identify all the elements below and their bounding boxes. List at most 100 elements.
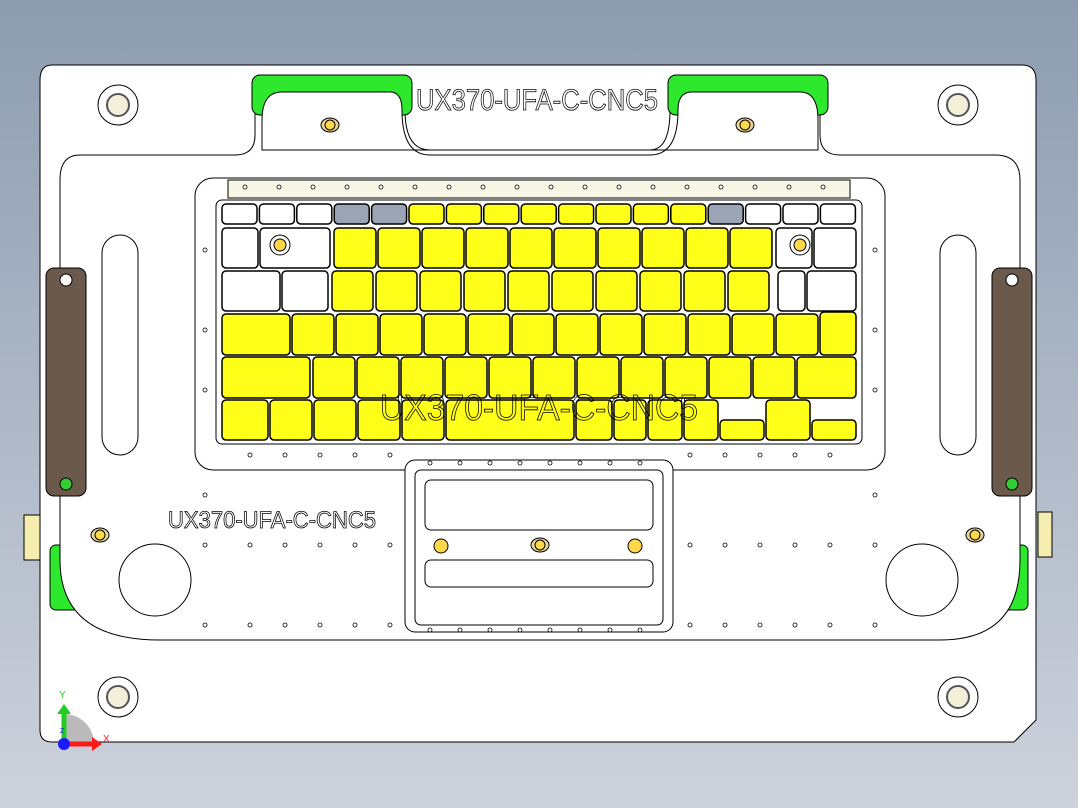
hole [487, 460, 493, 466]
key [423, 313, 467, 356]
hole [792, 622, 798, 628]
hole [718, 184, 724, 190]
hole [820, 184, 826, 190]
handle [991, 267, 1033, 497]
key [401, 399, 445, 441]
hole [872, 247, 878, 253]
key [258, 203, 296, 225]
key [597, 227, 641, 269]
key [708, 356, 752, 399]
hole [637, 460, 643, 466]
key [752, 356, 796, 399]
mounting-holes [202, 184, 878, 633]
handle-bolt [1005, 477, 1019, 491]
hole [607, 460, 613, 466]
hole [352, 452, 358, 458]
hole [786, 184, 792, 190]
key [575, 399, 613, 441]
part-label-left: UX370-UFA-C-CNC5 [168, 507, 376, 534]
hole [577, 460, 583, 466]
key [595, 203, 632, 225]
hole [650, 184, 656, 190]
hole [202, 542, 208, 548]
hole [242, 184, 248, 190]
hole [457, 627, 463, 633]
key [683, 399, 719, 441]
coordinate-triad: Y X Z [57, 690, 110, 751]
key [463, 270, 506, 312]
key [744, 203, 782, 225]
key [643, 313, 687, 356]
touchpad-pin [433, 538, 449, 554]
key [551, 270, 594, 312]
key [719, 419, 765, 441]
key [333, 227, 377, 269]
handle [45, 267, 87, 497]
key [595, 270, 638, 312]
hole [282, 542, 288, 548]
key [557, 203, 595, 225]
key [632, 203, 670, 225]
key [775, 313, 819, 356]
hole [514, 184, 520, 190]
touchpad-bar-top [424, 479, 654, 531]
key [313, 399, 357, 441]
hole [412, 184, 418, 190]
hole [872, 387, 878, 393]
axis-y-label: Y [59, 690, 66, 701]
key [221, 227, 259, 269]
key [444, 356, 488, 399]
hole [722, 542, 728, 548]
key [599, 313, 643, 356]
hole [582, 184, 588, 190]
key [465, 227, 509, 269]
hole [517, 460, 523, 466]
hole [480, 184, 486, 190]
hole [517, 627, 523, 633]
knob-center [969, 529, 981, 541]
key [819, 203, 857, 225]
key [509, 227, 553, 269]
hole [317, 452, 323, 458]
key [532, 356, 576, 399]
key [483, 203, 520, 225]
key [731, 313, 775, 356]
hole [282, 452, 288, 458]
hole [757, 622, 763, 628]
hole [722, 452, 728, 458]
hole [687, 622, 693, 628]
locator-pin [946, 685, 970, 709]
key [421, 227, 465, 269]
key [683, 270, 726, 312]
touchpad-bar-bottom [424, 559, 654, 588]
key [379, 313, 423, 356]
key [727, 270, 770, 312]
key [221, 313, 291, 356]
handle-bolt [1005, 273, 1019, 287]
side-tab-left [23, 514, 41, 561]
handle-bolt [59, 273, 73, 287]
hole [247, 622, 253, 628]
key [400, 356, 444, 399]
hole [352, 542, 358, 548]
hole [548, 184, 554, 190]
hole [827, 542, 833, 548]
axis-z-dot [58, 738, 70, 750]
hole [276, 184, 282, 190]
hole [547, 460, 553, 466]
key [553, 227, 597, 269]
key [375, 270, 418, 312]
hole [352, 622, 358, 628]
hole [282, 622, 288, 628]
hole [872, 542, 878, 548]
slot [101, 234, 139, 456]
key [613, 399, 647, 441]
hole [752, 184, 758, 190]
hole [487, 627, 493, 633]
key [221, 203, 258, 225]
hole [577, 627, 583, 633]
key [507, 270, 550, 312]
key [291, 313, 335, 356]
key [806, 270, 857, 312]
